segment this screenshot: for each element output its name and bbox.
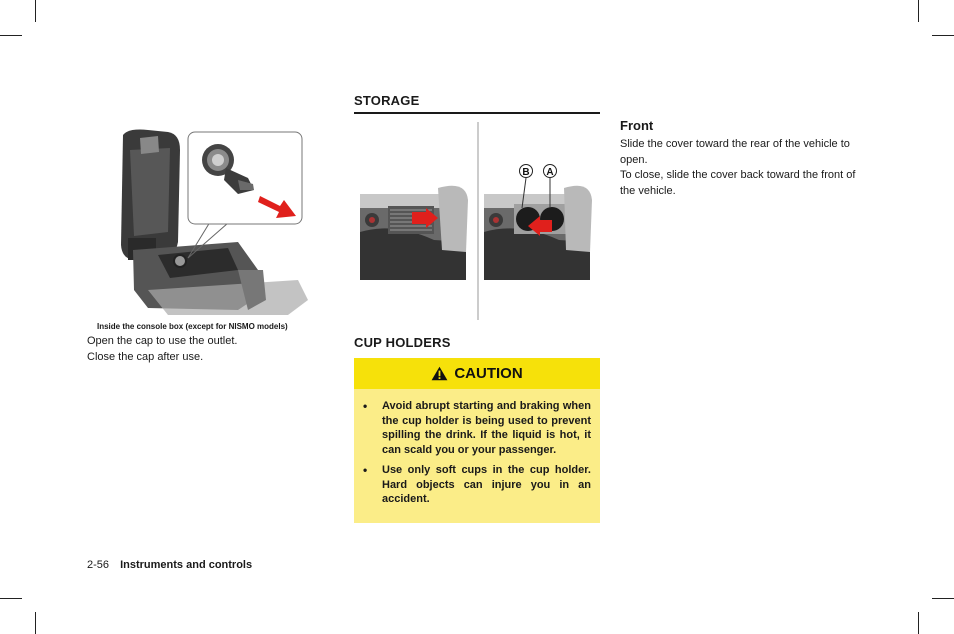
outlet-instructions: Open the cap to use the outlet. Close th…	[87, 333, 327, 365]
caution-list: Avoid abrupt starting and braking when t…	[354, 389, 600, 507]
crop-mark	[932, 35, 954, 36]
caution-label: CAUTION	[454, 365, 523, 382]
cup-holders-heading: CUP HOLDERS	[354, 335, 451, 350]
crop-mark	[35, 0, 36, 22]
console-box-illustration	[121, 129, 308, 315]
crop-mark	[918, 0, 919, 22]
storage-heading: STORAGE	[354, 93, 420, 108]
callout-a-label: A	[546, 167, 553, 178]
crop-mark	[932, 598, 954, 599]
callout-b-label: B	[522, 167, 529, 178]
figure-caption: Inside the console box (except for NISMO…	[97, 322, 288, 331]
page-footer: 2-56 Instruments and controls	[87, 559, 252, 571]
paragraph: Open the cap to use the outlet.	[87, 335, 238, 347]
crop-mark	[918, 612, 919, 634]
crop-mark	[0, 598, 22, 599]
front-heading: Front	[620, 118, 654, 133]
front-instructions: Slide the cover toward the rear of the v…	[620, 137, 872, 199]
caution-box: CAUTION Avoid abrupt starting and brakin…	[354, 358, 600, 523]
crop-mark	[0, 35, 22, 36]
page-number: 2-56	[87, 559, 110, 571]
cup-holder-illustration: B A	[360, 122, 592, 320]
paragraph: Slide the cover toward the rear of the v…	[620, 138, 850, 166]
paragraph: To close, slide the cover back toward th…	[620, 169, 856, 197]
warning-triangle-icon	[431, 366, 448, 381]
caution-item: Use only soft cups in the cup holder. Ha…	[363, 463, 591, 507]
caution-item: Avoid abrupt starting and braking when t…	[363, 399, 591, 457]
caution-header: CAUTION	[354, 358, 600, 389]
paragraph: Close the cap after use.	[87, 351, 204, 363]
crop-mark	[35, 612, 36, 634]
heading-rule	[354, 112, 600, 114]
section-name: Instruments and controls	[120, 559, 253, 571]
